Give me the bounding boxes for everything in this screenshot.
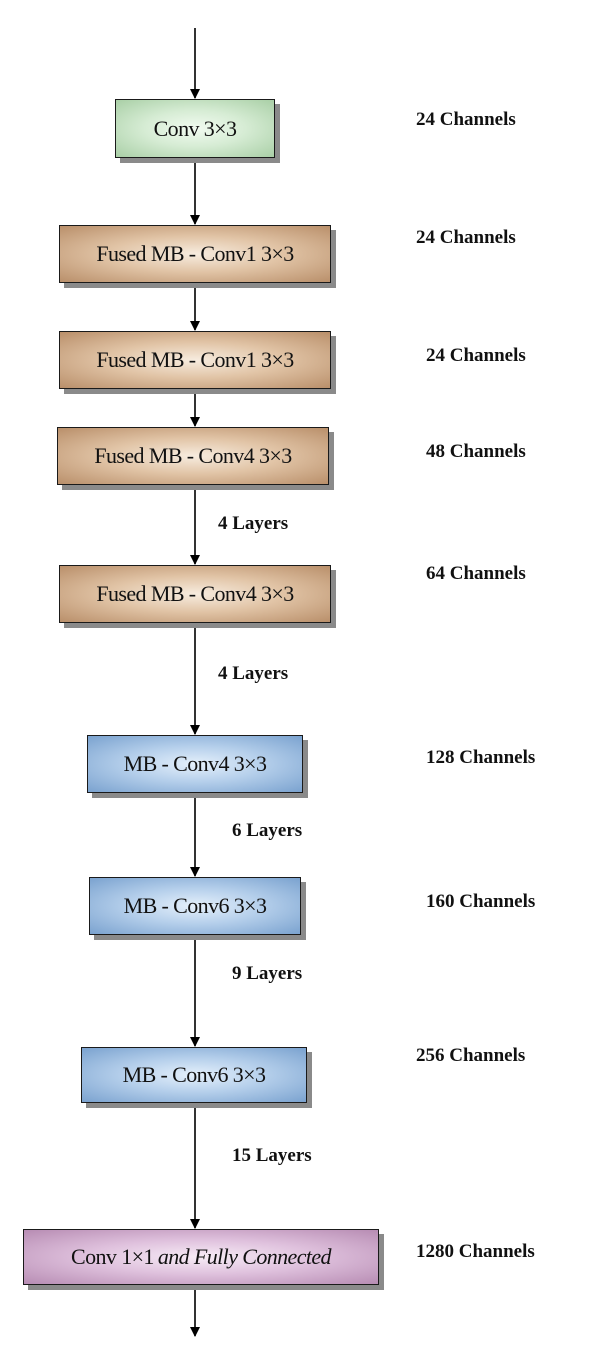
block-fused-mbconv4-b: Fused MB - Conv4 3×3	[59, 565, 331, 623]
layers-label: 9 Layers	[232, 963, 303, 984]
channels-label: 24 Channels	[426, 345, 526, 366]
channels-label: 48 Channels	[426, 441, 526, 462]
block-label: Fused MB - Conv4 3×3	[94, 443, 292, 468]
block-label: Fused MB - Conv1 3×3	[96, 241, 294, 266]
channels-label: 24 Channels	[416, 109, 516, 130]
layers-label: 15 Layers	[232, 1145, 312, 1166]
channels-label: 64 Channels	[426, 563, 526, 584]
block-fused-mbconv4-a: Fused MB - Conv4 3×3	[57, 427, 329, 485]
channels-label: 128 Channels	[426, 747, 536, 768]
block-label: Fused MB - Conv4 3×3	[96, 581, 294, 606]
channels-label: 1280 Channels	[416, 1241, 535, 1262]
block-mbconv6-a: MB - Conv6 3×3	[89, 877, 301, 935]
block-fused-mbconv1-a: Fused MB - Conv1 3×3	[59, 225, 331, 283]
channels-label: 160 Channels	[426, 891, 536, 912]
block-label: MB - Conv4 3×3	[123, 751, 267, 776]
layers-label: 4 Layers	[218, 663, 289, 684]
block-conv-head: Conv 1×1 and Fully Connected	[23, 1229, 379, 1285]
block-mbconv4: MB - Conv4 3×3	[87, 735, 303, 793]
layers-label: 6 Layers	[232, 820, 303, 841]
layers-label: 4 Layers	[218, 513, 289, 534]
block-label: Conv 3×3	[153, 115, 237, 141]
block-label: MB - Conv6 3×3	[123, 893, 267, 918]
block-label: Fused MB - Conv1 3×3	[96, 347, 294, 372]
block-fused-mbconv1-b: Fused MB - Conv1 3×3	[59, 331, 331, 389]
block-mbconv6-b: MB - Conv6 3×3	[81, 1047, 307, 1103]
channels-label: 24 Channels	[416, 227, 516, 248]
block-label: Conv 1×1	[71, 1244, 154, 1269]
block-conv-stem: Conv 3×3	[115, 99, 275, 158]
block-label: MB - Conv6 3×3	[122, 1062, 266, 1087]
block-label-italic: and Fully Connected	[157, 1244, 332, 1269]
channels-label: 256 Channels	[416, 1045, 526, 1066]
